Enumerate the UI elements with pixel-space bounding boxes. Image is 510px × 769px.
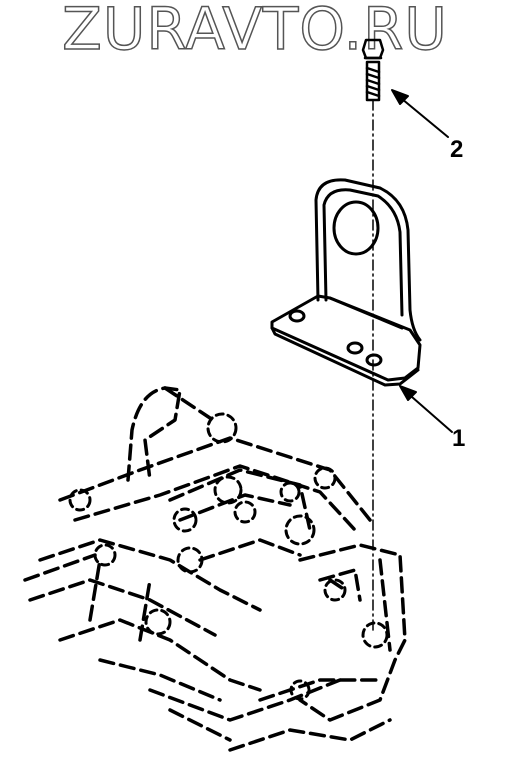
engine-stud-bosses: [68, 412, 389, 701]
leader-line-2: [391, 89, 449, 138]
leader-line-1: [399, 385, 453, 433]
engine-head-outline: [23, 386, 407, 752]
bolt: [361, 38, 385, 102]
watermark: ZURAVTO.RU: [61, 0, 448, 64]
callout-number-bracket: 1: [452, 425, 466, 452]
lifting-bracket: [270, 178, 422, 387]
callout-number-bolt: 2: [450, 136, 464, 163]
